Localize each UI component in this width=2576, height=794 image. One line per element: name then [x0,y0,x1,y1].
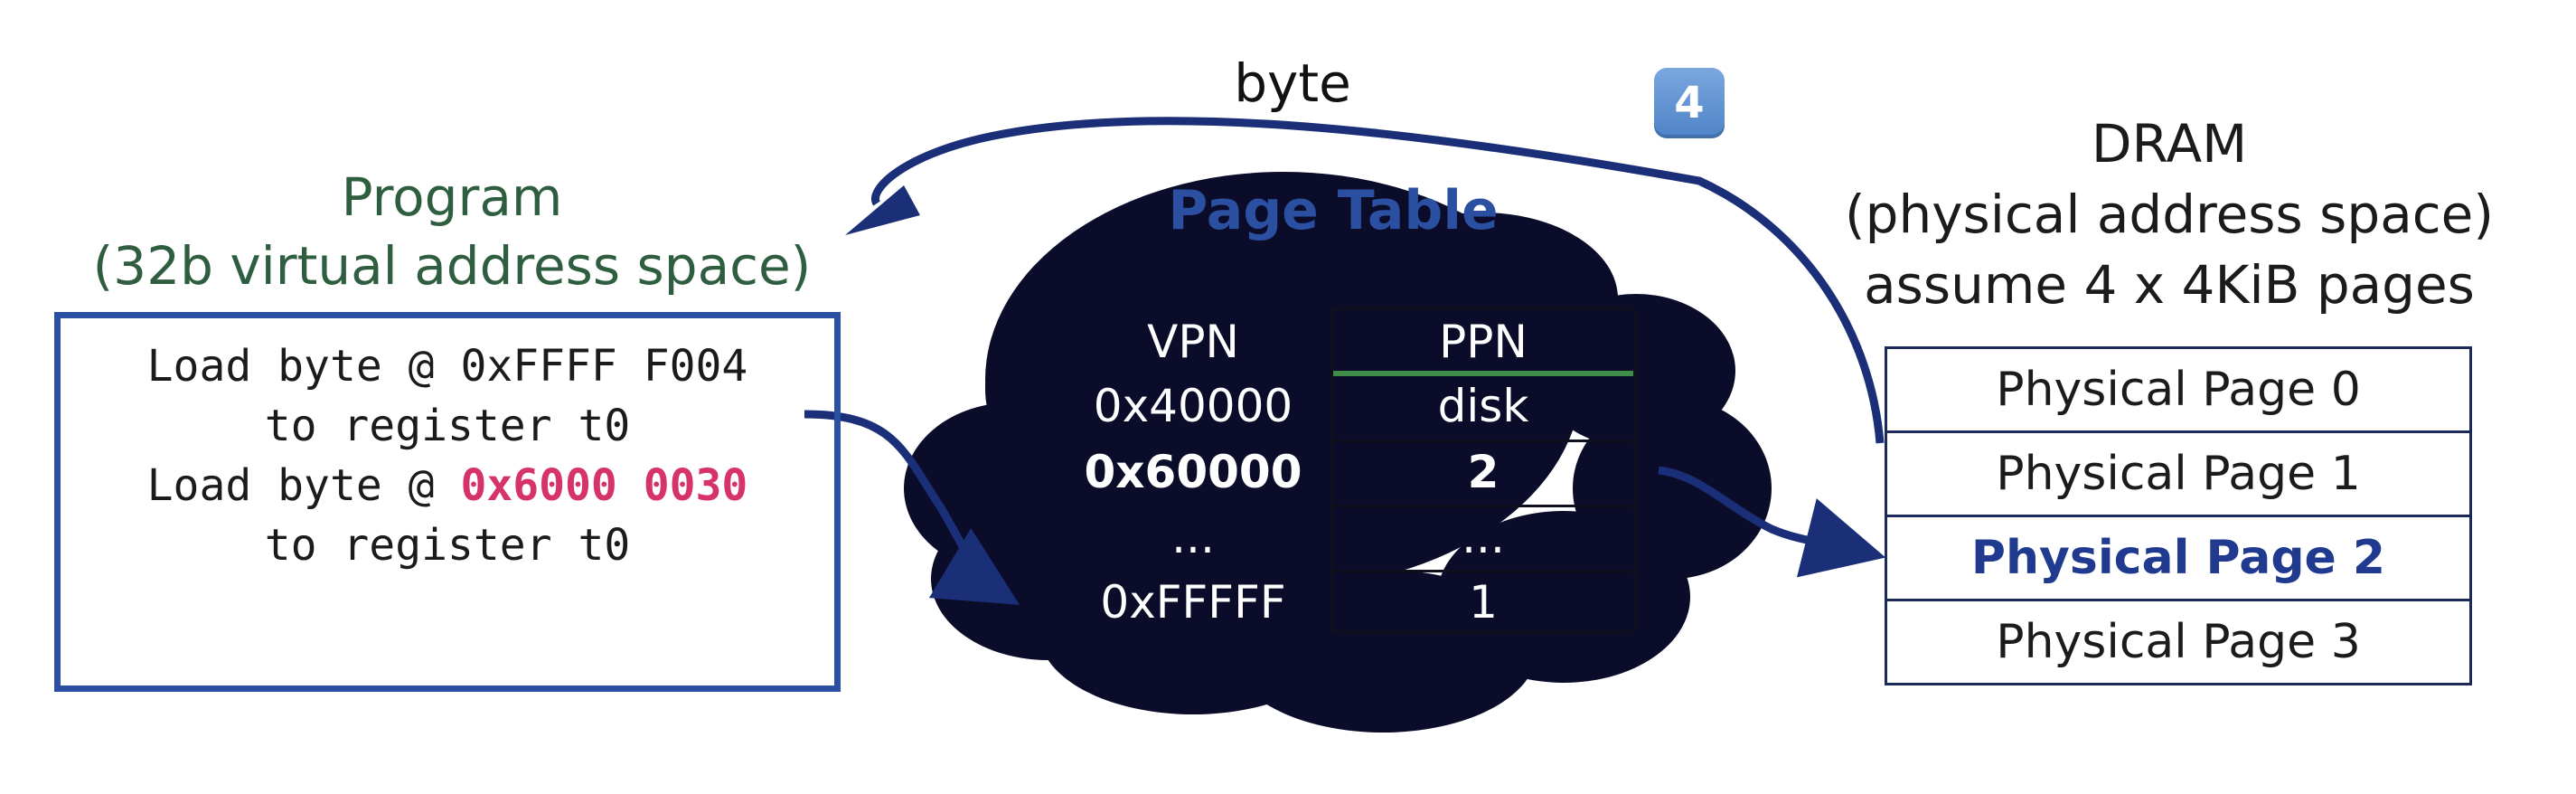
code-line-4: to register t0 [264,520,631,571]
code-line-3: Load byte @ 0x6000 0030 [54,456,841,515]
ppn-cell: 1 [1469,576,1498,629]
ppn-cell-ellipsis: ... [1462,511,1505,563]
vpn-cell: 0xFFFFF [1100,576,1286,629]
program-title: Program (32b virtual address space) [54,163,850,300]
program-title-line1: Program [341,166,563,228]
ppn-cell: disk [1437,380,1529,432]
ppn-column-box [1330,307,1636,633]
vpn-cell: 0x40000 [1093,380,1293,432]
dram-to-program-arrowhead [845,185,920,235]
physical-page-row: Physical Page 1 [1885,430,2472,517]
dram-title: DRAM (physical address space) assume 4 x… [1808,109,2531,320]
program-title-line2: (32b virtual address space) [92,235,812,297]
vpn-cell-ellipsis: ... [1171,511,1215,563]
program-code: Load byte @ 0xFFFF F004 to register t0 L… [54,336,841,575]
dram-title-line2: (physical address space) [1845,184,2494,245]
ppn-cell-highlighted: 2 [1467,446,1500,498]
physical-page-row-highlighted: Physical Page 2 [1885,515,2472,601]
code-line-2: to register t0 [264,401,631,451]
code-line-1: Load byte @ 0xFFFF F004 [146,341,748,392]
vpn-cell-highlighted: 0x60000 [1084,446,1302,498]
ppn-to-dram-arrow [1658,466,1886,578]
vpn-header: VPN [1147,316,1239,368]
ppn-header: PPN [1439,316,1528,368]
program-box [54,312,841,692]
dram-title-line3: assume 4 x 4KiB pages [1864,254,2475,316]
page-table-title: Page Table [1168,179,1499,242]
program-to-vpn-arrow [804,410,1020,605]
dram-to-program-arrow [871,117,1885,444]
return-byte-label: byte [1234,52,1351,114]
code-line-3-prefix: Load byte @ [146,460,461,511]
step-number-badge: 4 [1654,68,1725,138]
dram-title-line1: DRAM [2091,113,2248,175]
highlighted-address: 0x6000 0030 [460,460,748,511]
physical-page-row: Physical Page 0 [1885,346,2472,433]
physical-page-row: Physical Page 3 [1885,599,2472,685]
